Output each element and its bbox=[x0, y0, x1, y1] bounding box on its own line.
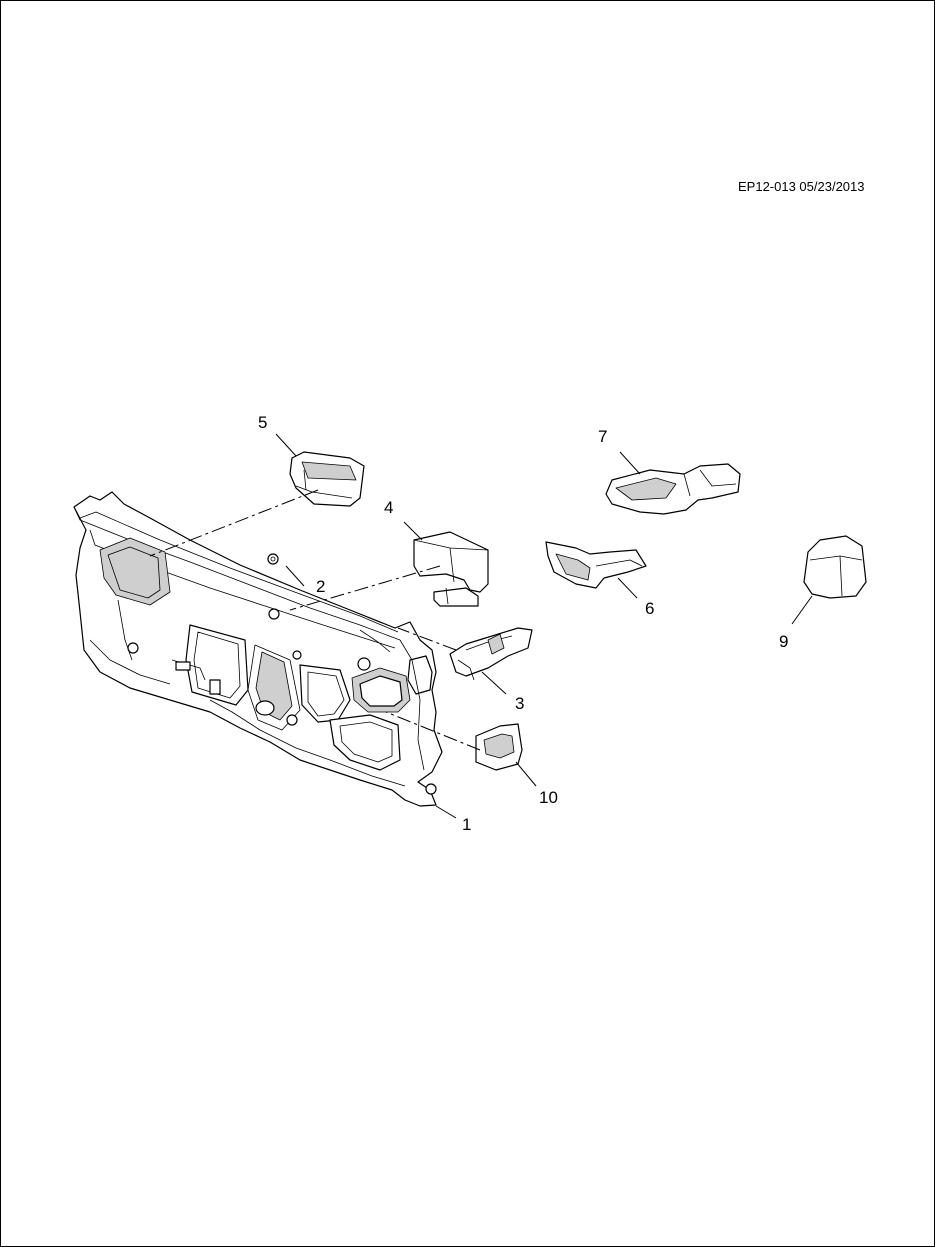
part-4-insulator bbox=[413, 531, 489, 607]
callout-9: 9 bbox=[779, 632, 789, 651]
callout-2: 2 bbox=[316, 577, 326, 596]
part-3-insulator bbox=[449, 627, 533, 681]
leader-lines bbox=[275, 433, 813, 819]
part-6-insulator bbox=[545, 541, 647, 589]
part-2-fastener bbox=[267, 553, 279, 565]
callout-4: 4 bbox=[384, 498, 394, 517]
phantom-lines bbox=[149, 489, 481, 751]
part-7-insulator bbox=[605, 463, 741, 515]
document-id-label: EP12-013 05/23/2013 bbox=[738, 179, 865, 194]
part-9-insulator bbox=[803, 535, 867, 599]
part-1-dash-insulator bbox=[73, 491, 443, 807]
callout-5: 5 bbox=[258, 413, 268, 432]
callout-10: 10 bbox=[539, 788, 558, 807]
callout-7: 7 bbox=[598, 427, 608, 446]
part-10-insulator bbox=[475, 723, 523, 771]
callout-1: 1 bbox=[462, 815, 472, 834]
callout-6: 6 bbox=[645, 599, 655, 618]
callout-3: 3 bbox=[515, 694, 525, 713]
part-5-insulator bbox=[289, 451, 365, 507]
